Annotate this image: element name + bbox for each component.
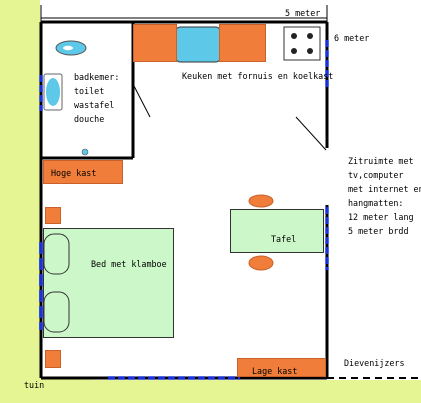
garden-label: tuin [24, 380, 45, 390]
table: Tafel [230, 209, 324, 253]
bathroom-label-line: wastafel [74, 100, 115, 110]
chair [248, 194, 274, 208]
tall-cabinet: Hoge kast [43, 160, 123, 184]
table-label: Tafel [271, 234, 297, 244]
kitchen-sink [175, 26, 221, 63]
width-label: 5 meter [285, 8, 321, 18]
bed-label: Bed met klamboe [91, 259, 167, 269]
bed: Bed met klamboe [43, 228, 174, 338]
bathroom-label-line: badkemer: [74, 72, 120, 82]
nightstand-top [45, 207, 61, 224]
depth-label: 6 meter [334, 33, 370, 43]
kitchen-label: Keuken met fornuis en koelkast [182, 71, 334, 81]
sitting-area-label: Zitruimte met tv,computer met internet e… [348, 156, 421, 236]
low-cabinet: Lage kast [237, 358, 326, 377]
stove-burner [291, 48, 297, 54]
burglar-bars-label: Dievenijzers [344, 358, 405, 368]
sitting-area-line: 12 meter lang [348, 212, 414, 222]
low-cabinet-label: Lage kast [252, 366, 298, 376]
stove-burner [307, 33, 313, 39]
stove-burner [291, 33, 297, 39]
sitting-area-line: Zitruimte met [348, 156, 414, 166]
drain-fixture [81, 148, 89, 156]
sitting-area-line: hangmatten: [348, 198, 404, 208]
sitting-area-line: 5 meter brdd [348, 226, 409, 236]
bathroom-door [133, 85, 151, 118]
entrance-door [295, 116, 327, 151]
sitting-area-line: met internet en [348, 184, 421, 194]
kitchen-counter-left [133, 24, 177, 62]
sitting-area-line: tv,computer [348, 170, 404, 180]
tall-cabinet-label: Hoge kast [51, 168, 97, 178]
chair [248, 255, 274, 271]
nightstand-bottom [45, 350, 61, 368]
stove-burner [307, 48, 313, 54]
stove [283, 26, 321, 61]
bathroom-label-line: douche [74, 114, 105, 124]
bathroom-label-line: toilet [74, 86, 105, 96]
bathroom-label: badkemer: toilet wastafel douche [74, 72, 119, 124]
shower-basin [46, 78, 60, 106]
kitchen-counter-right [219, 24, 266, 62]
toilet-highlight [63, 45, 73, 51]
